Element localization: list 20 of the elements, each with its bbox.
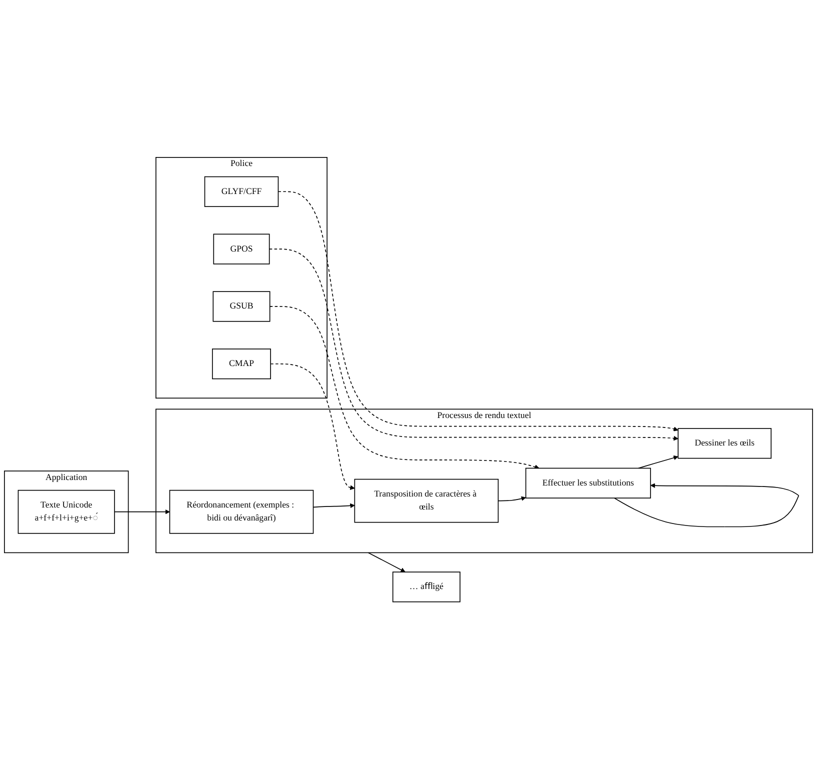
arrow <box>114 509 170 514</box>
arrow <box>312 503 355 508</box>
arrow <box>278 191 678 432</box>
node-box: Texte Unicode a+f+f+l+i+g+e+◌́ <box>18 490 115 534</box>
arrow <box>638 455 678 469</box>
node-box: GSUB <box>212 291 270 322</box>
node-box: Réordonancement (exemples : bidi ou dévanâgarî) <box>169 490 314 534</box>
arrow <box>270 363 355 490</box>
node-box: Transposition de caractères à œils <box>354 478 499 523</box>
node-box: GPOS <box>213 234 270 264</box>
arrow <box>498 496 526 502</box>
node-box: Dessiner les œils <box>678 428 772 459</box>
node-box: GLYF/CFF <box>204 176 279 207</box>
node-box: CMAP <box>212 348 271 380</box>
node-box: Effectuer les substitutions <box>525 468 651 498</box>
arrow <box>269 306 540 470</box>
node-box: … aﬄigé <box>392 571 460 602</box>
arrow <box>614 483 800 528</box>
arrow <box>368 552 406 572</box>
arrow <box>268 248 678 441</box>
